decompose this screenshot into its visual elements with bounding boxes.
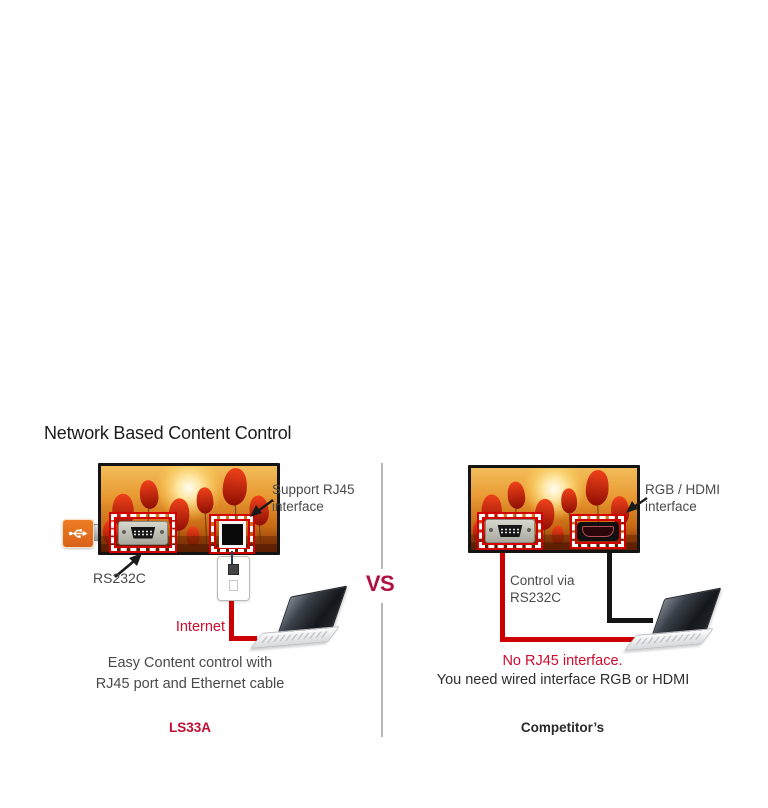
left-caption-line2: RJ45 port and Ethernet cable [95,676,285,692]
no-rj45-warning: No RJ45 interface. [502,653,623,669]
arrow-icon [626,497,648,513]
pin-dots [133,529,153,536]
control-callout: Control via RS232C [510,572,575,606]
arrow-icon [114,553,142,578]
usb-trident-icon [68,529,88,538]
interface-callout-line2: interface [645,499,697,514]
laptop-keyboard [624,628,714,651]
hdmi-slot [582,526,614,537]
control-callout-line1: Control via [510,573,575,588]
page-title: Network Based Content Control [44,423,292,443]
serial-port-icon [485,519,535,543]
screw-dot [527,528,531,532]
hdmi-port-icon [577,522,619,541]
laptop-icon [624,587,722,652]
screw-dot [122,529,126,534]
rj45-callout-line1: Support RJ45 [272,482,355,497]
screw-dot [160,529,164,534]
hdmi-cable-vertical [607,548,612,623]
rj45-highlight-box [211,516,253,552]
ethernet-port-icon [218,520,246,548]
product-label-competitor: Competitor’s [520,720,605,735]
rj45-callout-line2: interface [272,499,324,514]
screw-dot [489,528,493,532]
usb-stick-icon [62,519,94,548]
hdmi-highlight-box [572,516,624,547]
control-callout-line2: RS232C [510,590,562,605]
interface-callout: RGB / HDMI interface [645,481,720,515]
ethernet-outlet-icon [217,556,250,601]
rs232c-cable-vertical [500,548,505,642]
internet-label: Internet [175,619,225,635]
divider-line-top [381,463,383,569]
ethernet-patch-line [231,551,233,564]
divider-line-bottom [381,603,383,737]
db9-connector [130,526,156,539]
wired-interface-note: You need wired interface RGB or HDMI [436,672,690,688]
rs232c-highlight-box [111,514,175,551]
rj45-callout: Support RJ45 interface [272,481,355,515]
product-label-ls33a: LS33A [168,720,212,735]
hdmi-cable-horizontal [607,618,653,623]
rs232c-cable-horizontal [500,637,650,642]
laptop-keyboard [250,626,340,649]
serial-port-icon [118,520,168,545]
ethernet-cable-horizontal [229,636,257,641]
outlet-label-plate [229,580,238,591]
rs232c-highlight-box [479,514,541,548]
laptop-icon [250,585,348,650]
pin-dots [500,528,520,534]
vs-label: VS [365,571,395,596]
rs232c-label: RS232C [93,570,146,586]
left-caption-line1: Easy Content control with [107,655,273,671]
left-caption: Easy Content control with RJ45 port and … [55,653,325,695]
db9-connector [497,525,523,537]
outlet-jack [228,564,239,575]
interface-callout-line1: RGB / HDMI [645,482,721,497]
arrow-icon [250,499,274,517]
ethernet-cable-vertical [229,598,234,641]
